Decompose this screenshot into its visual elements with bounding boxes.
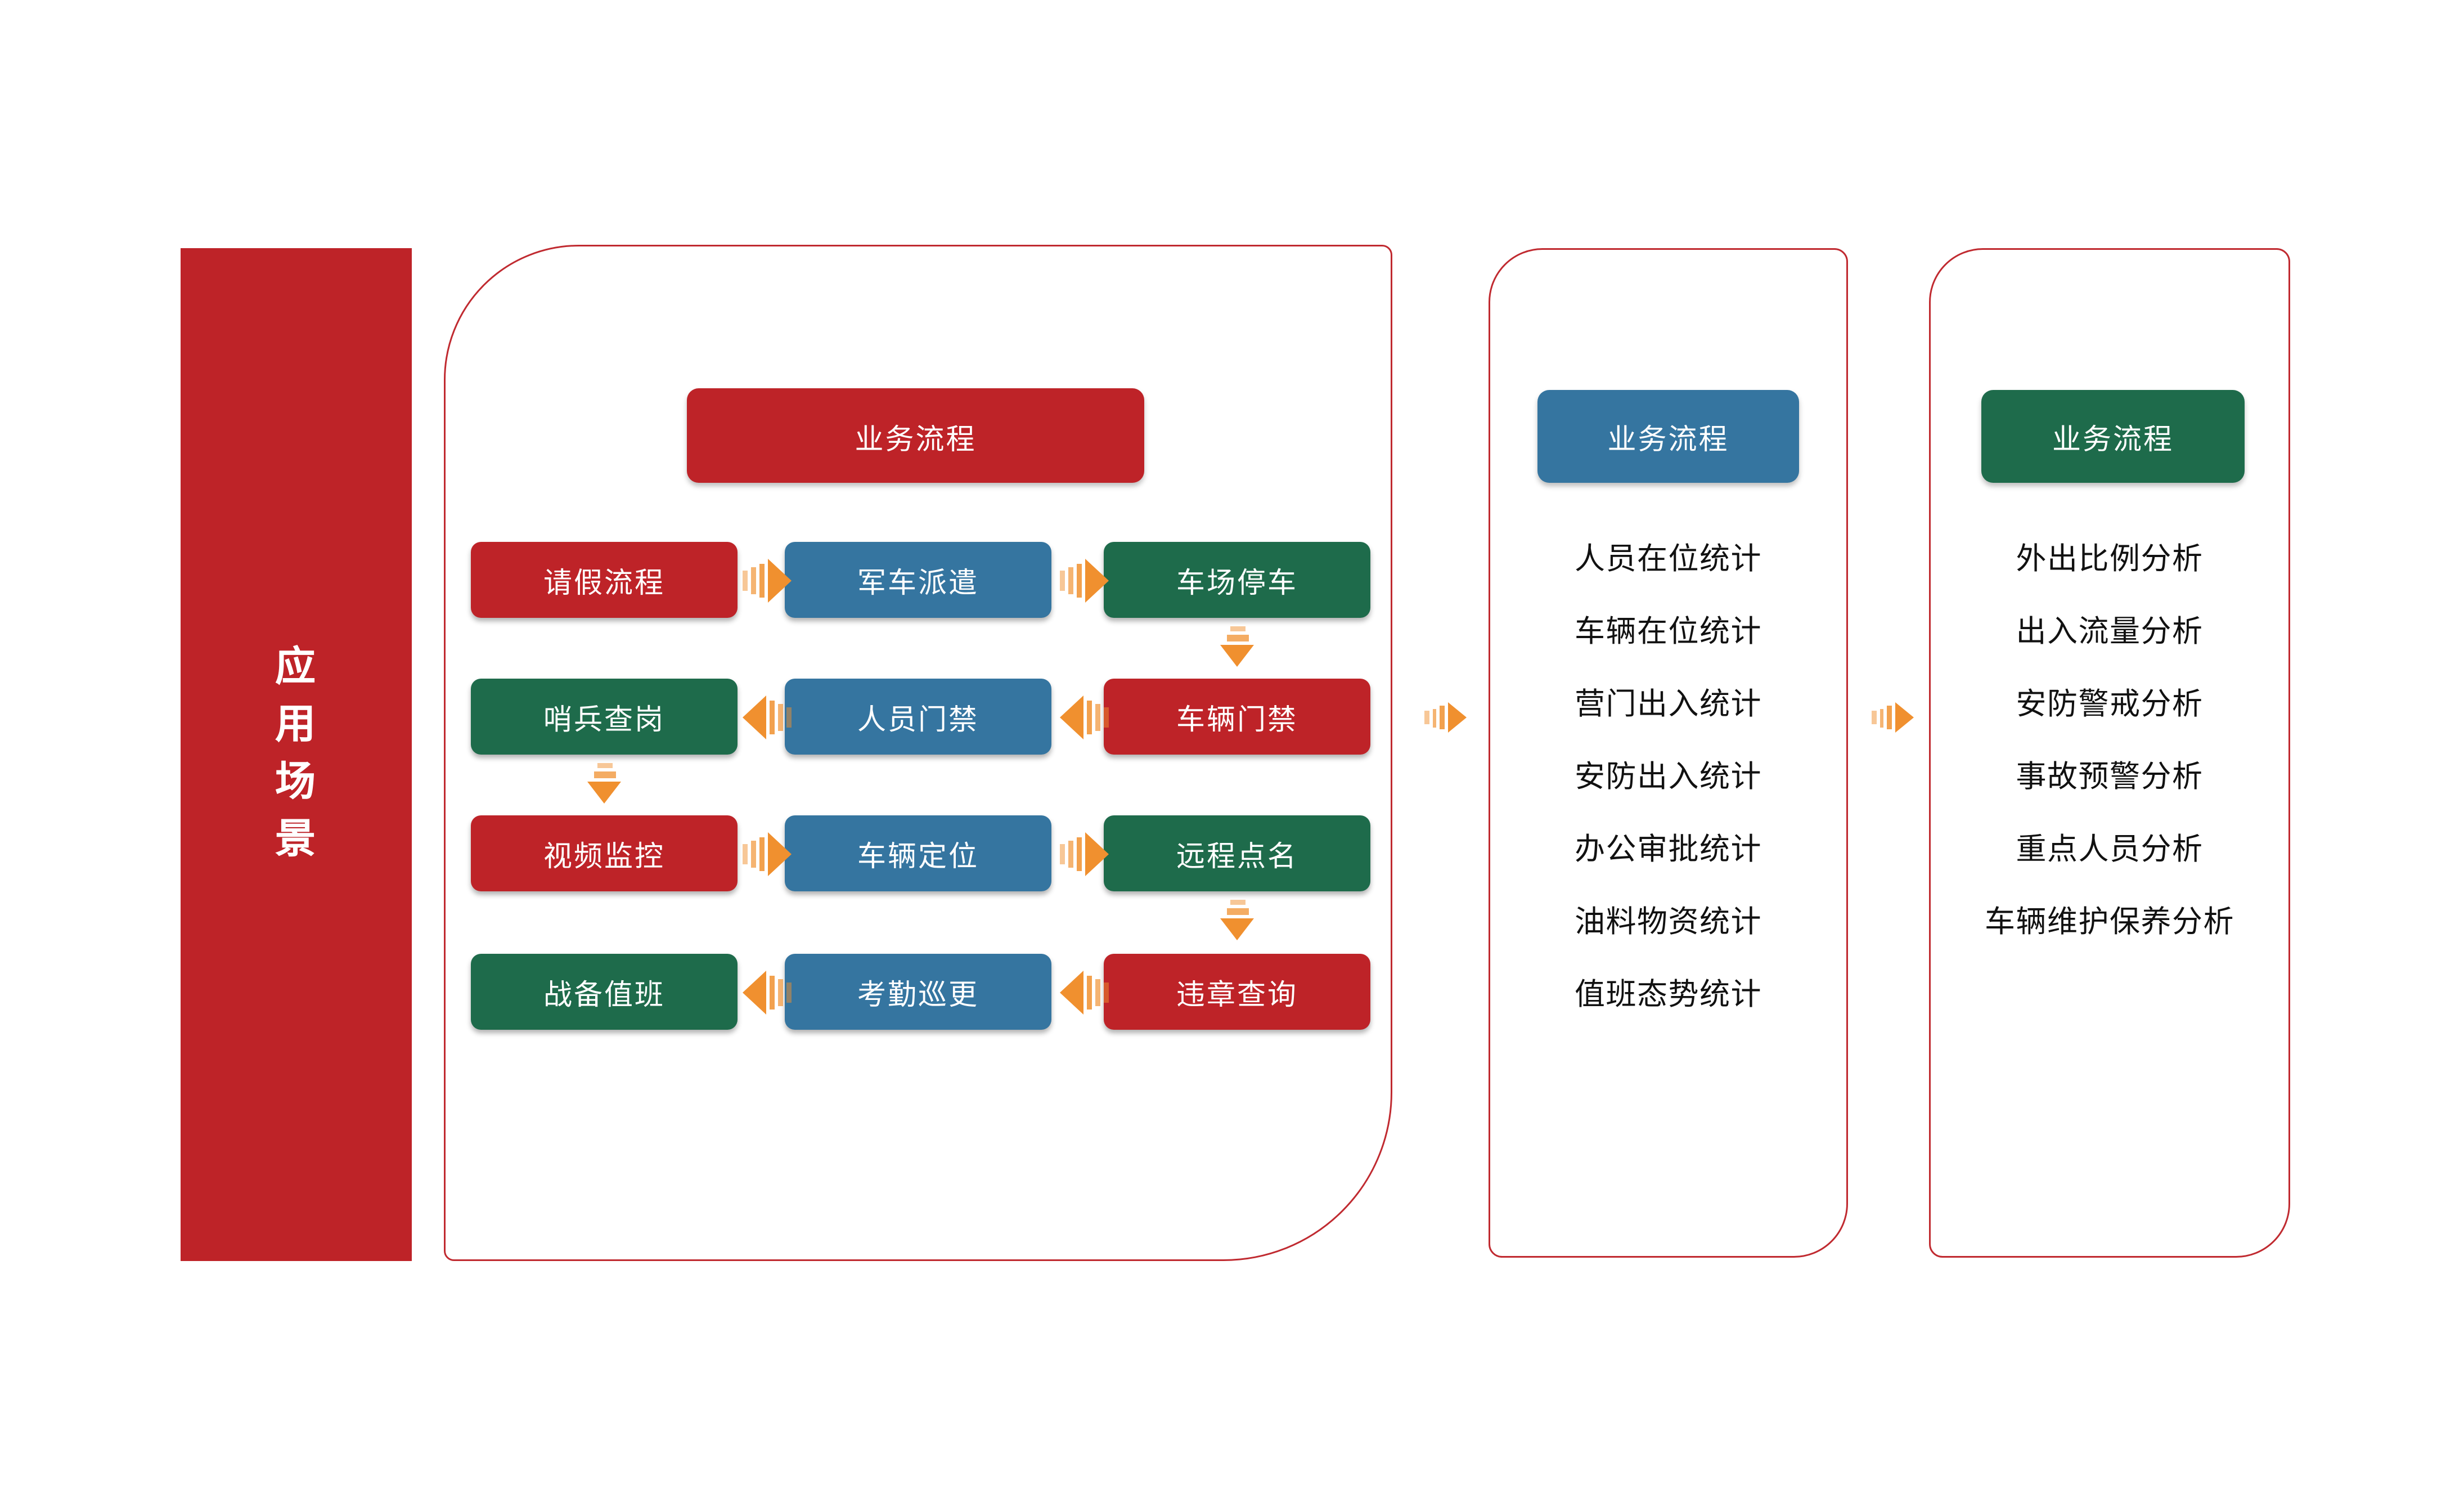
flow-step-box: 请假流程: [471, 542, 738, 618]
flow-step-box: 远程点名: [1104, 815, 1370, 891]
statistics-list-item: 办公审批统计: [1575, 831, 1762, 865]
flow-step-box: 违章查询: [1104, 954, 1370, 1030]
flow-arrow-down-icon: [1220, 900, 1254, 940]
statistics-list-item: 安防出入统计: [1575, 759, 1762, 793]
panel-link-arrow-icon: [1424, 702, 1466, 733]
flow-arrow-right-icon: [1059, 831, 1108, 876]
application-scenarios-label: 应用场景: [275, 640, 317, 869]
flow-arrow-left-icon: [743, 970, 792, 1014]
business-process-header: 业务流程: [687, 388, 1144, 483]
panel-link-arrow-icon: [1872, 702, 1913, 733]
analysis-list-item: 重点人员分析: [2016, 831, 2204, 865]
sidebar-title-char: 景: [275, 817, 317, 863]
flow-step-box: 哨兵查岗: [471, 679, 738, 755]
flow-step-box: 考勤巡更: [785, 954, 1051, 1030]
statistics-header: 业务流程: [1537, 390, 1799, 483]
analysis-header: 业务流程: [1981, 390, 2245, 483]
flow-step-box: 战备值班: [471, 954, 738, 1030]
analysis-list-item: 外出比例分析: [2016, 541, 2204, 575]
flow-arrow-down-icon: [1220, 626, 1254, 667]
application-scenarios-bar: 应用场景: [181, 248, 412, 1261]
statistics-list-item: 值班态势统计: [1575, 976, 1762, 1011]
flow-arrow-left-icon: [1059, 694, 1108, 739]
statistics-list-item: 油料物资统计: [1575, 904, 1762, 938]
flow-arrow-down-icon: [587, 763, 621, 804]
flow-step-box: 车场停车: [1104, 542, 1370, 618]
flow-arrow-right-icon: [743, 831, 792, 876]
flow-arrow-right-icon: [743, 558, 792, 602]
analysis-list-item: 安防警戒分析: [2016, 686, 2204, 720]
flow-arrow-left-icon: [1059, 970, 1108, 1014]
sidebar-title-char: 场: [275, 760, 317, 805]
statistics-list-item: 营门出入统计: [1575, 686, 1762, 720]
statistics-list: 人员在位统计车辆在位统计营门出入统计安防出入统计办公审批统计油料物资统计值班态势…: [1489, 520, 1848, 1028]
statistics-list-item: 车辆在位统计: [1575, 613, 1762, 648]
flow-step-box: 车辆门禁: [1104, 679, 1370, 755]
analysis-list-item: 车辆维护保养分析: [1985, 904, 2234, 938]
analysis-list-item: 出入流量分析: [2016, 613, 2204, 648]
flow-step-box: 视频监控: [471, 815, 738, 891]
sidebar-title-char: 用: [275, 702, 317, 748]
flow-arrow-right-icon: [1059, 558, 1108, 602]
flow-step-box: 车辆定位: [785, 815, 1051, 891]
analysis-list-item: 事故预警分析: [2016, 759, 2204, 793]
statistics-list-item: 人员在位统计: [1575, 541, 1762, 575]
flow-step-box: 军车派遣: [785, 542, 1051, 618]
flow-arrow-left-icon: [743, 694, 792, 739]
analysis-list: 外出比例分析出入流量分析安防警戒分析事故预警分析重点人员分析车辆维护保养分析: [1929, 520, 2290, 955]
flow-step-box: 人员门禁: [785, 679, 1051, 755]
sidebar-title-char: 应: [275, 645, 317, 690]
